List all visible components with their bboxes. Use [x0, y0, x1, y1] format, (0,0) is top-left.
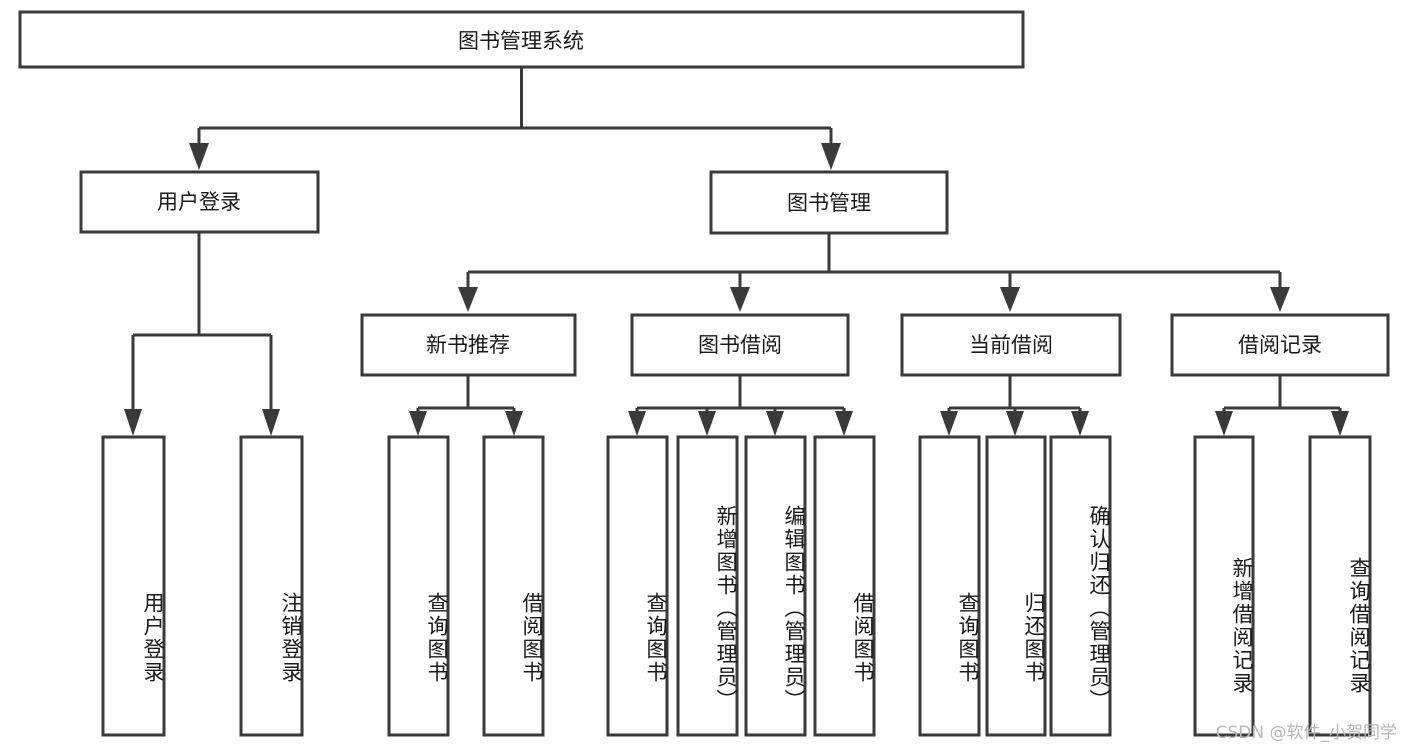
leaf-box-edit-book[interactable]	[744, 435, 807, 737]
node-book-management[interactable]: 图书管理	[709, 170, 949, 235]
edge-root-to-level2	[189, 67, 841, 170]
leaf-box-query-book-2[interactable]	[606, 435, 669, 737]
leaf-box-add-record[interactable]	[1193, 435, 1255, 737]
node-new-book-recommend-label: 新书推荐	[426, 333, 510, 357]
node-borrow-record-label: 借阅记录	[1238, 333, 1322, 357]
node-user-login-label: 用户登录	[157, 190, 241, 214]
node-borrow-record[interactable]: 借阅记录	[1170, 313, 1390, 377]
edge-bookborrow-to-leaves	[628, 375, 853, 436]
node-book-management-label: 图书管理	[787, 191, 871, 215]
leaf-box-query-book-3[interactable]	[918, 435, 981, 737]
node-root[interactable]: 图书管理系统	[18, 10, 1025, 69]
node-current-borrow-label: 当前借阅	[969, 333, 1053, 357]
leaf-box-add-book[interactable]	[676, 435, 739, 737]
edge-currentborrow-to-leaves	[940, 375, 1089, 436]
leaf-box-return-book[interactable]	[985, 435, 1047, 737]
node-current-borrow[interactable]: 当前借阅	[900, 313, 1122, 377]
node-book-borrow[interactable]: 图书借阅	[630, 313, 850, 377]
node-book-borrow-label: 图书借阅	[698, 333, 782, 357]
edge-userlogin-to-leaves	[124, 232, 280, 436]
node-user-login[interactable]: 用户登录	[79, 170, 320, 234]
node-new-book-recommend[interactable]: 新书推荐	[360, 313, 577, 377]
leaf-box-query-book-1[interactable]	[387, 435, 450, 737]
node-root-label: 图书管理系统	[458, 29, 584, 53]
leaf-box-borrow-book-2[interactable]	[813, 435, 876, 737]
leaf-box-confirm-return[interactable]	[1049, 435, 1112, 737]
edge-bookmgmt-to-level3	[458, 233, 1290, 312]
leaf-box-borrow-book-1[interactable]	[482, 435, 545, 737]
leaf-box-user-login[interactable]	[101, 435, 166, 737]
watermark-text: CSDN @软件_小贺同学	[1215, 723, 1397, 743]
leaf-box-query-record[interactable]	[1308, 435, 1372, 737]
edge-newbook-to-leaves	[409, 375, 523, 436]
edge-borrowrecord-to-leaves	[1215, 375, 1349, 436]
leaf-box-logout[interactable]	[239, 435, 304, 737]
